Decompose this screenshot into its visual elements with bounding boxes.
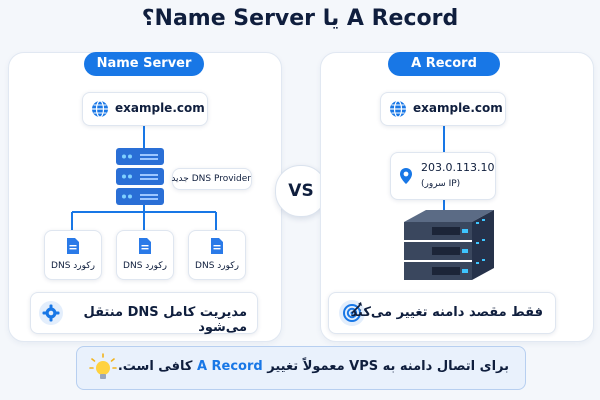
dns-record-label: رکورد DNS [123,261,167,271]
left-footer-card: مدیریت کامل DNS منتقل می‌شود [30,292,258,335]
location-pin-icon [400,168,412,184]
dns-record-card: رکورد DNS [188,230,246,280]
document-icon [139,238,151,254]
a-record-pill: A Record [388,52,500,76]
gear-icon [39,301,63,325]
tip-text-after: کافی است. [117,359,197,374]
left-footer-text: مدیریت کامل DNS منتقل می‌شود [83,305,247,335]
lightbulb-icon [89,353,117,379]
document-icon [67,238,79,254]
ip-address: 203.0.113.10 [421,161,495,174]
dns-provider-label: DNS Provider جدید [171,168,252,190]
right-footer-text: فقط مقصد دامنه تغییر می‌کند [350,305,543,320]
tip-box: برای اتصال دامنه به VPS معمولاً تغییر A … [76,346,526,390]
left-domain-text: example.com [115,101,205,115]
ip-card: 203.0.113.10 (IP سرور) [390,152,496,200]
server-hardware-icon [404,210,494,280]
dns-record-card: رکورد DNS [116,230,174,280]
name-server-pill: Name Server [84,52,204,76]
target-icon [339,300,365,326]
tip-text: برای اتصال دامنه به VPS معمولاً تغییر A … [118,359,509,374]
right-footer-card: فقط مقصد دامنه تغییر می‌کند [328,292,556,334]
dns-record-label: رکورد DNS [195,261,239,271]
page-title: A Record یا Name Server؟ [141,6,459,31]
document-icon [211,238,223,254]
globe-icon [390,100,406,118]
left-domain-card: example.com [82,92,208,126]
dns-provider-text: DNS Provider جدید [171,174,251,184]
server-stack-icon [116,148,164,205]
right-domain-card: example.com [380,92,506,126]
dns-record-card: رکورد DNS [44,230,102,280]
tip-text-highlight: A Record [196,359,263,374]
ip-label: (IP سرور) [421,179,461,189]
right-domain-text: example.com [413,101,503,115]
dns-record-label: رکورد DNS [51,261,95,271]
tip-text-before: برای اتصال دامنه به VPS معمولاً تغییر [262,359,509,374]
globe-icon [92,100,108,118]
